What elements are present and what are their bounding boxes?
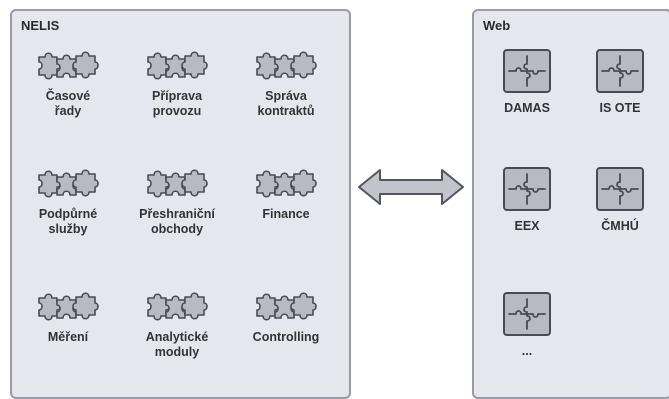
puzzle-strip-icon (37, 290, 99, 322)
service-label: ČMHÚ (601, 219, 639, 233)
puzzle-tile-icon (503, 167, 551, 211)
service-label: DAMAS (504, 101, 550, 115)
service-more: ... (477, 292, 577, 359)
double-arrow-icon (358, 169, 464, 205)
puzzle-strip-icon (146, 290, 208, 322)
web-title: Web (483, 18, 511, 33)
service-is-ote: IS OTE (570, 49, 669, 116)
puzzle-strip-icon (255, 290, 317, 322)
service-damas: DAMAS (477, 49, 577, 116)
module-label: Správa kontraktů (257, 89, 315, 118)
module-controlling: Controlling (236, 290, 336, 345)
module-label: Časové řady (45, 89, 91, 118)
web-panel: Web DAMAS IS OTE EEX ČMHÚ ... (472, 9, 669, 399)
puzzle-tile-icon (596, 167, 644, 211)
nelis-panel: NELIS Časové řady Příprava provozu Správ… (10, 9, 351, 399)
service-eex: EEX (477, 167, 577, 234)
service-label: EEX (514, 219, 540, 233)
module-mereni: Měření (18, 290, 118, 345)
module-label: Controlling (252, 330, 320, 344)
puzzle-strip-icon (255, 49, 317, 81)
module-finance: Finance (236, 167, 336, 222)
module-casove-rady: Časové řady (18, 49, 118, 119)
puzzle-tile-icon (503, 292, 551, 336)
service-label: IS OTE (599, 101, 641, 115)
puzzle-strip-icon (146, 167, 208, 199)
nelis-title: NELIS (21, 18, 60, 33)
puzzle-tile-icon (596, 49, 644, 93)
module-label: Podpůrné služby (38, 207, 98, 236)
module-preshranicni-obchody: Přeshraniční obchody (127, 167, 227, 237)
puzzle-strip-icon (37, 49, 99, 81)
puzzle-tile-icon (503, 49, 551, 93)
puzzle-strip-icon (37, 167, 99, 199)
module-sprava-kontraktu: Správa kontraktů (236, 49, 336, 119)
module-priprava-provozu: Příprava provozu (127, 49, 227, 119)
service-label: ... (521, 344, 533, 358)
module-podpurne-sluzby: Podpůrné služby (18, 167, 118, 237)
module-label: Příprava provozu (151, 89, 203, 118)
module-label: Finance (262, 207, 310, 221)
module-label: Analytické moduly (145, 330, 209, 359)
module-label: Měření (47, 330, 89, 344)
service-cmhu: ČMHÚ (570, 167, 669, 234)
module-label: Přeshraniční obchody (139, 207, 215, 236)
module-analyticke-moduly: Analytické moduly (127, 290, 227, 360)
puzzle-strip-icon (146, 49, 208, 81)
puzzle-strip-icon (255, 167, 317, 199)
